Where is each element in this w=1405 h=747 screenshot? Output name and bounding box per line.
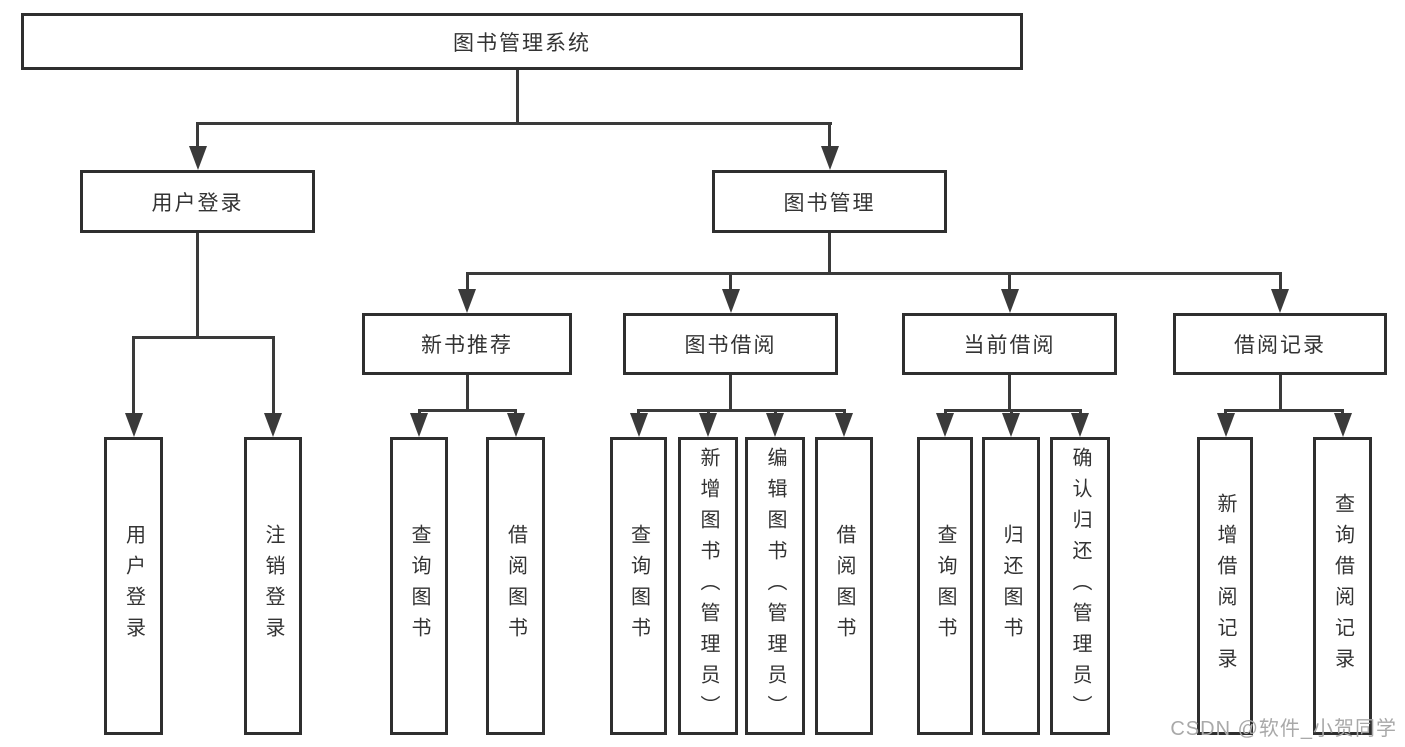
leaf-logout-login: 注销登录 bbox=[244, 437, 302, 735]
leaf-add-books-admin: 新增图书（管理员） bbox=[678, 437, 738, 735]
connector-level3-bus bbox=[465, 272, 1282, 275]
connector-book-borrowing-bus bbox=[637, 409, 845, 412]
leaf-query-borrow-record-label: 查询借阅记录 bbox=[1331, 493, 1354, 679]
arrow-down-icon bbox=[1071, 413, 1089, 437]
connector-book-management-stub bbox=[828, 233, 831, 274]
node-book-management: 图书管理 bbox=[712, 170, 947, 233]
arrow-down-icon bbox=[835, 413, 853, 437]
csdn-watermark: CSDN @软件_小贺同学 bbox=[1170, 718, 1397, 740]
arrow-down-icon bbox=[188, 146, 207, 170]
leaf-confirm-return-admin: 确认归还（管理员） bbox=[1050, 437, 1110, 735]
leaf-borrow-books: 借阅图书 bbox=[815, 437, 873, 735]
leaf-return-books-label: 归还图书 bbox=[1000, 524, 1022, 648]
leaf-confirm-return-admin-label: 确认归还（管理员） bbox=[1069, 446, 1091, 726]
node-library-management-system: 图书管理系统 bbox=[21, 13, 1023, 70]
connector-drop-leaf-user-login bbox=[132, 336, 135, 415]
leaf-query-books-borrowing: 查询图书 bbox=[610, 437, 667, 735]
arrow-down-icon bbox=[1271, 289, 1289, 313]
arrow-down-icon bbox=[506, 413, 525, 437]
node-new-book-recommendation: 新书推荐 bbox=[362, 313, 572, 375]
leaf-query-books-recommend: 查询图书 bbox=[390, 437, 448, 735]
connector-level2-bus bbox=[196, 122, 832, 125]
arrow-down-icon bbox=[629, 413, 648, 437]
leaf-edit-books-admin: 编辑图书（管理员） bbox=[745, 437, 805, 735]
connector-book-borrowing-stub bbox=[729, 375, 732, 411]
leaf-query-books-current-label: 查询图书 bbox=[934, 524, 956, 648]
arrow-down-icon bbox=[458, 289, 476, 313]
leaf-borrow-books-recommend: 借阅图书 bbox=[486, 437, 545, 735]
arrow-down-icon bbox=[1333, 413, 1352, 437]
leaf-add-books-admin-label: 新增图书（管理员） bbox=[697, 446, 719, 726]
arrow-down-icon bbox=[936, 413, 954, 437]
leaf-add-borrow-record: 新增借阅记录 bbox=[1197, 437, 1253, 735]
arrow-down-icon bbox=[410, 413, 428, 437]
connector-user-login-stub bbox=[196, 233, 199, 336]
arrow-down-icon bbox=[264, 413, 282, 437]
leaf-edit-books-admin-label: 编辑图书（管理员） bbox=[764, 446, 786, 726]
arrow-down-icon bbox=[766, 413, 784, 437]
connector-new-book-stub bbox=[465, 375, 469, 411]
connector-drop-current-borrowing bbox=[1008, 272, 1011, 293]
connector-drop-user-login bbox=[196, 122, 199, 150]
arrow-down-icon bbox=[1000, 289, 1019, 313]
connector-current-borrowing-bus bbox=[943, 409, 1082, 412]
arrow-down-icon bbox=[1216, 413, 1235, 437]
connector-drop-borrowing-records bbox=[1278, 272, 1282, 293]
node-borrowing-records: 借阅记录 bbox=[1173, 313, 1387, 375]
node-book-borrowing: 图书借阅 bbox=[623, 313, 838, 375]
leaf-borrow-books-recommend-label: 借阅图书 bbox=[504, 524, 527, 648]
leaf-query-borrow-record: 查询借阅记录 bbox=[1313, 437, 1372, 735]
connector-borrowing-records-bus bbox=[1224, 409, 1343, 412]
leaf-logout-login-label: 注销登录 bbox=[262, 524, 284, 648]
leaf-user-login-label: 用户登录 bbox=[122, 524, 145, 648]
leaf-user-login: 用户登录 bbox=[104, 437, 163, 735]
leaf-borrow-books-label: 借阅图书 bbox=[833, 524, 855, 648]
connector-drop-book-management bbox=[828, 122, 831, 150]
connector-user-login-bus bbox=[132, 336, 275, 339]
arrow-down-icon bbox=[699, 413, 717, 437]
connector-drop-book-borrowing bbox=[729, 272, 732, 293]
arrow-down-icon bbox=[721, 289, 740, 313]
leaf-query-books-borrowing-label: 查询图书 bbox=[627, 524, 650, 648]
leaf-return-books: 归还图书 bbox=[982, 437, 1040, 735]
connector-new-book-bus bbox=[417, 409, 517, 412]
arrow-down-icon bbox=[124, 413, 143, 437]
connector-root-stub bbox=[516, 70, 519, 122]
arrow-down-icon bbox=[820, 146, 839, 170]
leaf-add-borrow-record-label: 新增借阅记录 bbox=[1214, 493, 1236, 679]
connector-drop-leaf-logout bbox=[271, 336, 275, 415]
connector-current-borrowing-stub bbox=[1008, 375, 1011, 411]
arrow-down-icon bbox=[1002, 413, 1020, 437]
node-user-login: 用户登录 bbox=[80, 170, 315, 233]
connector-borrowing-records-stub bbox=[1278, 375, 1282, 411]
leaf-query-books-recommend-label: 查询图书 bbox=[408, 524, 430, 648]
node-current-borrowing: 当前借阅 bbox=[902, 313, 1117, 375]
leaf-query-books-current: 查询图书 bbox=[917, 437, 973, 735]
connector-drop-new-book bbox=[465, 272, 469, 293]
